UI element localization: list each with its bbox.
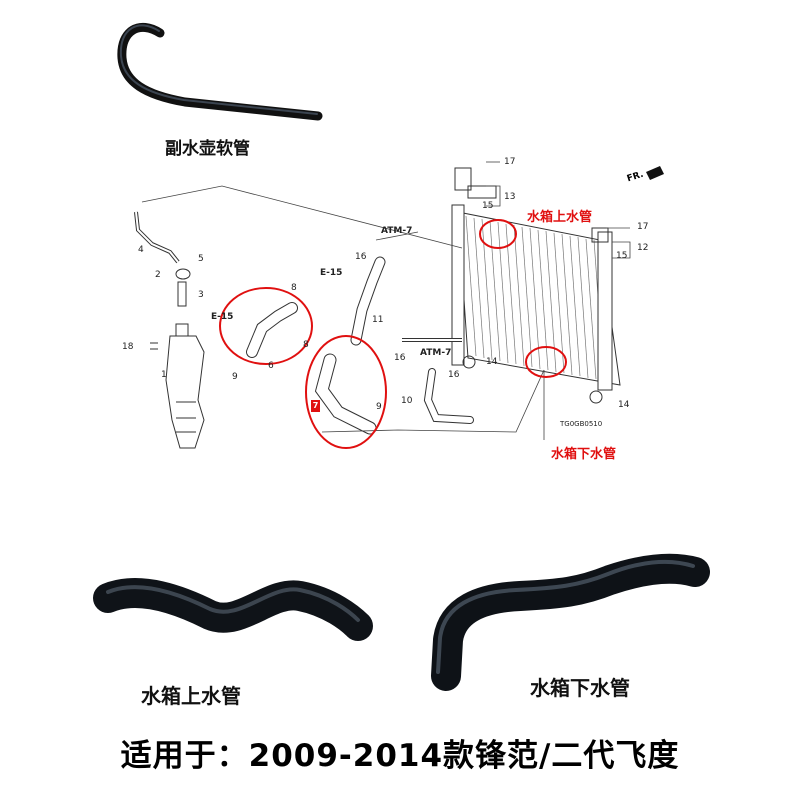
part-number: 1 — [161, 370, 167, 380]
atm-label: ATM-7 — [381, 226, 413, 236]
part-number: 12 — [637, 243, 649, 253]
part-number: 14 — [618, 400, 630, 410]
red-highlights — [219, 219, 567, 449]
part-number: 9 — [232, 372, 238, 382]
part-number: 9 — [376, 402, 382, 412]
radiator-drawing — [451, 167, 621, 404]
reservoir-tank — [150, 268, 205, 449]
fr-arrow — [646, 166, 664, 180]
part-number: 8 — [291, 283, 297, 293]
lower-radiator-hose-callout: 水箱下水管 — [551, 447, 617, 462]
part-number: 17 — [637, 222, 649, 232]
part-number: 10 — [401, 396, 413, 406]
part-number: 2 — [155, 270, 161, 280]
reservoir-hose-label: 副水壶软管 — [165, 139, 250, 159]
part-number: 16 — [394, 353, 406, 363]
diagram-hoses — [134, 211, 474, 435]
lower-radiator-hose-label: 水箱下水管 — [530, 676, 630, 700]
part-number: 17 — [504, 157, 516, 167]
fitment-footer: 适用于：2009-2014款锋范/二代飞度 — [120, 738, 680, 774]
part-number: 5 — [198, 254, 204, 264]
part-number: 13 — [504, 192, 516, 202]
atm-label: ATM-7 — [420, 348, 452, 358]
part-number: 16 — [355, 252, 367, 262]
part-number: 11 — [372, 315, 384, 325]
part-number: 15 — [482, 201, 494, 211]
upper-radiator-hose-label: 水箱上水管 — [141, 684, 241, 708]
part-number: 14 — [486, 357, 498, 367]
part-code: TG0GB0510 — [560, 420, 603, 428]
e15-label: E-15 — [320, 268, 343, 278]
part-number: 6 — [268, 361, 274, 371]
part-number: 8 — [303, 340, 309, 350]
part-number: 3 — [198, 290, 204, 300]
part-number: 15 — [616, 251, 628, 261]
leader-lines — [141, 161, 631, 440]
upper-hose-photo — [93, 578, 373, 641]
red-part-marker: 7 — [311, 400, 320, 412]
reservoir-hose-photo — [117, 22, 323, 121]
lower-hose-photo — [431, 553, 710, 691]
part-number: 16 — [448, 370, 460, 380]
part-number: 18 — [122, 342, 134, 352]
part-number: 4 — [138, 245, 144, 255]
upper-radiator-hose-callout: 水箱上水管 — [527, 210, 593, 225]
e15-label: E-15 — [211, 312, 234, 322]
